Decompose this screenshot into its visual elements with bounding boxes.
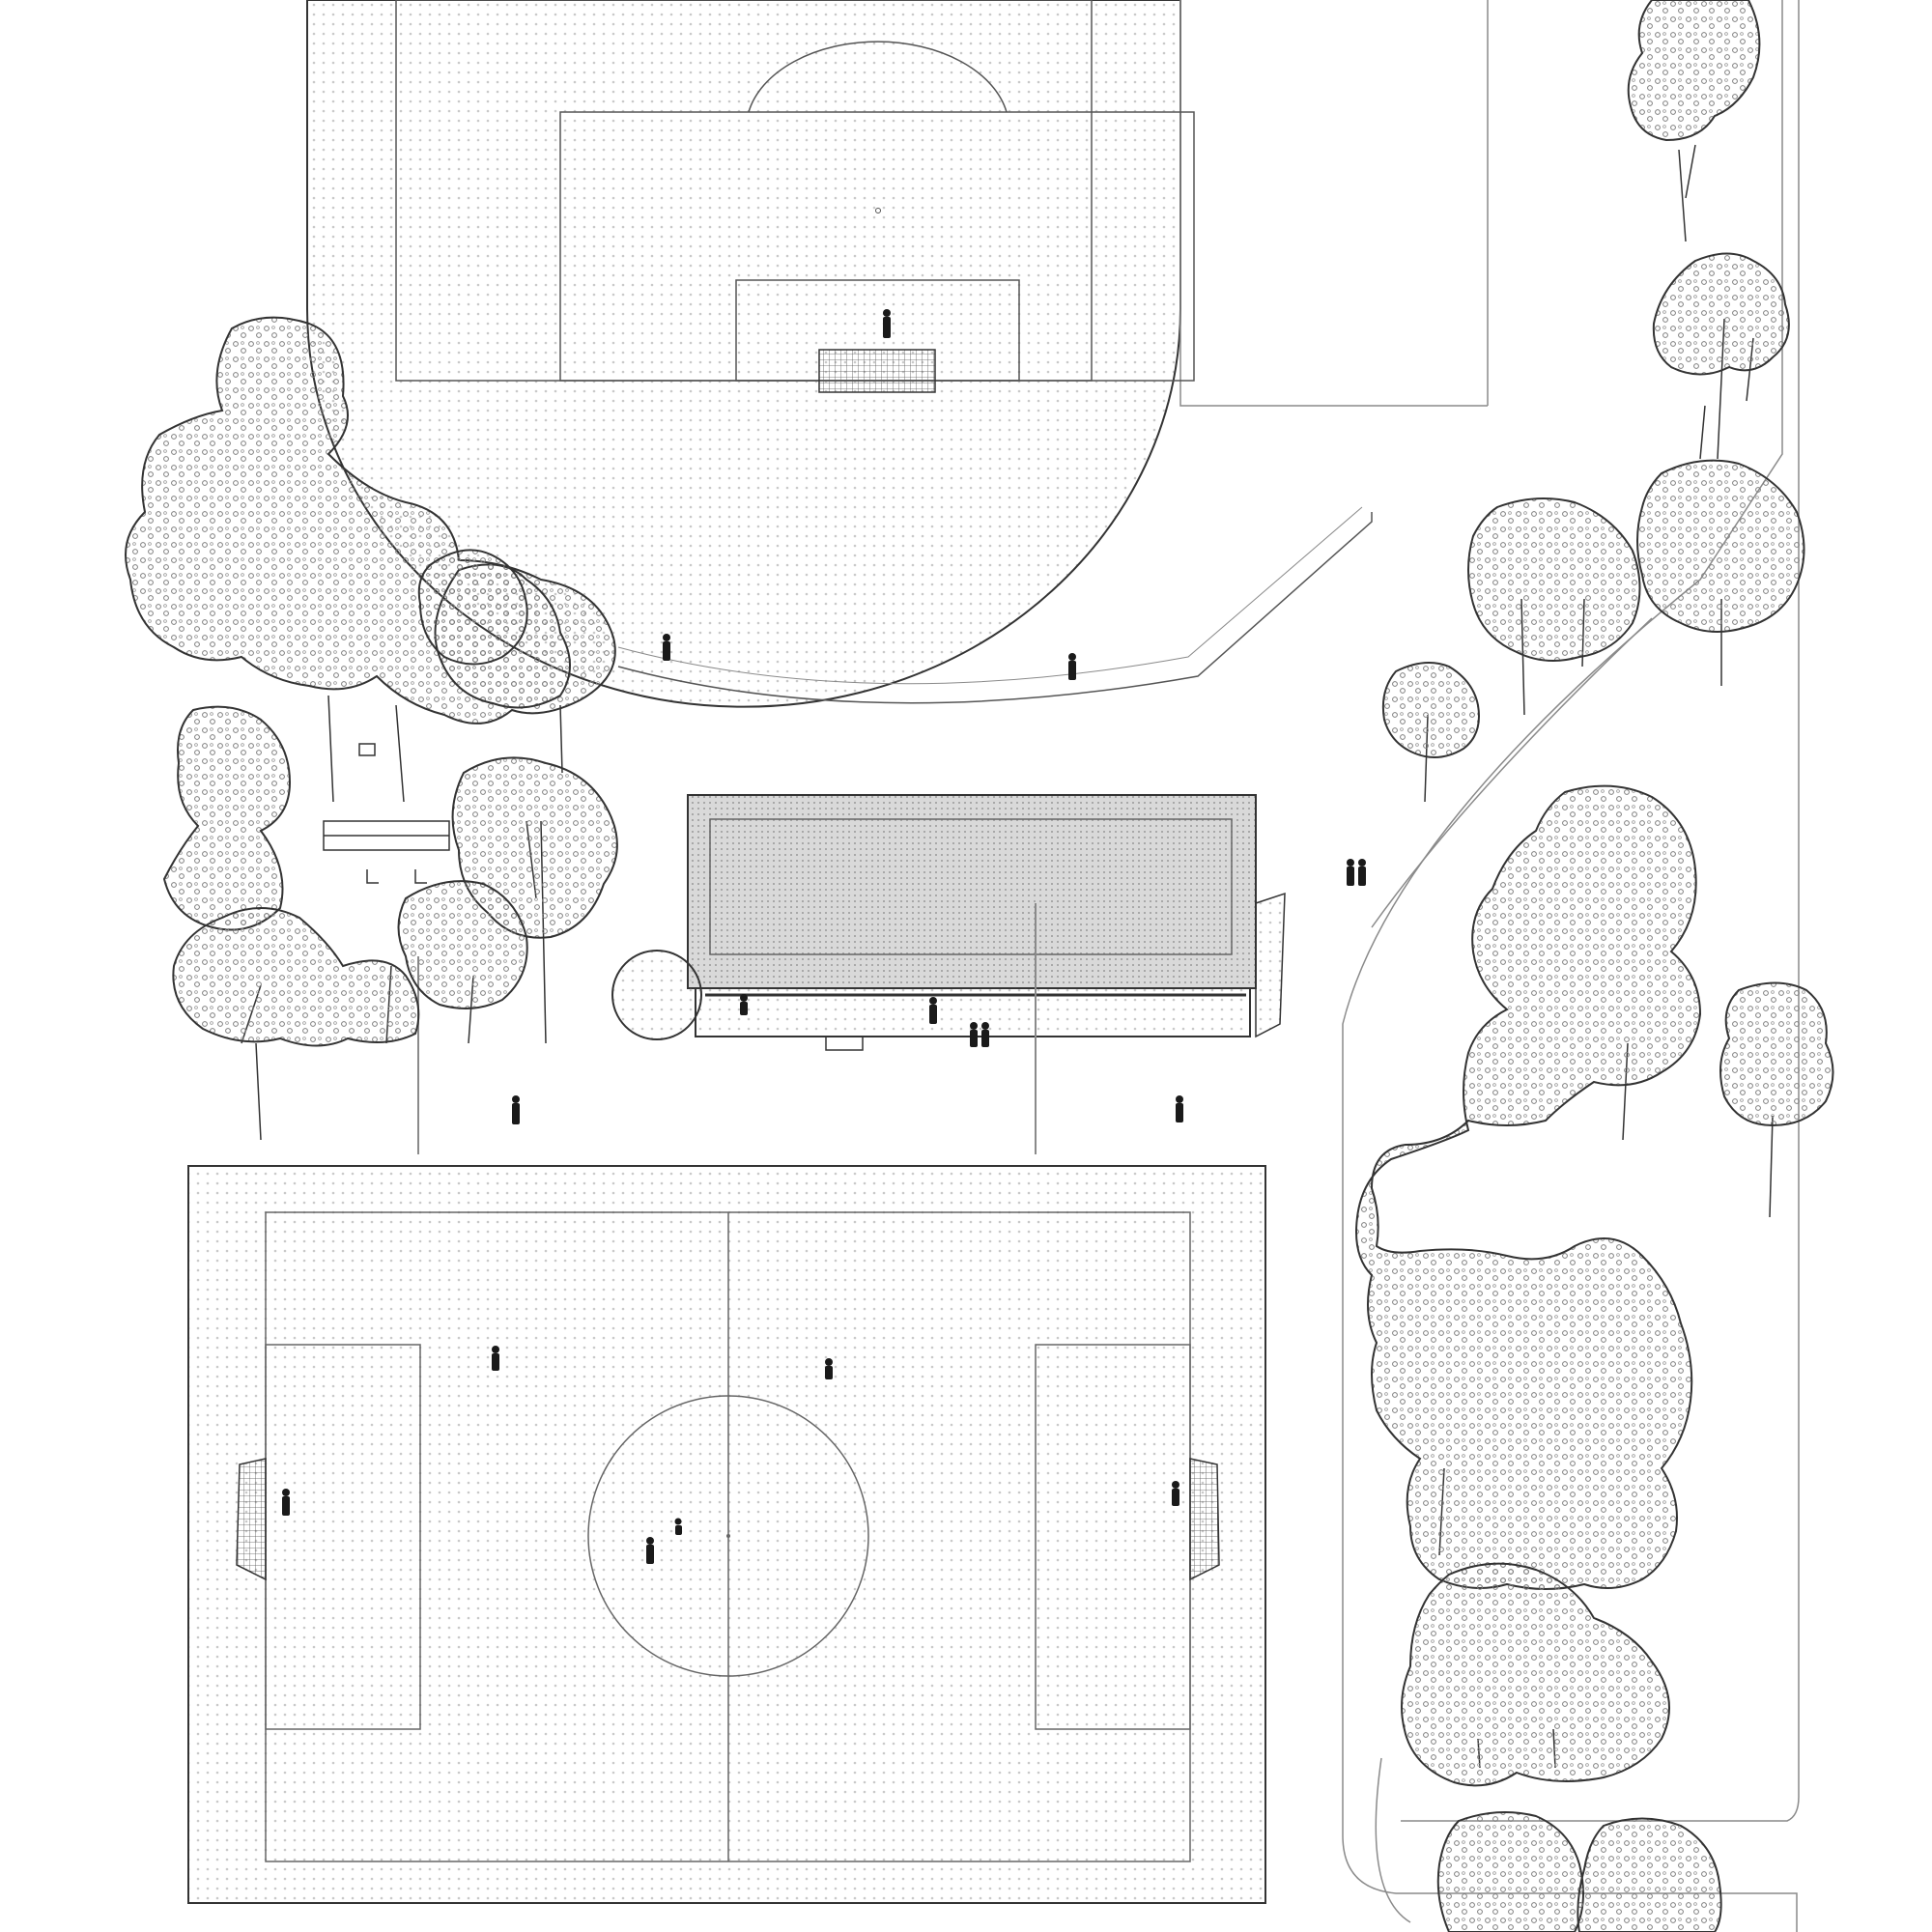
centre-spot [726, 1534, 730, 1538]
player-figure [883, 309, 891, 338]
track-outer-edge [1179, 0, 1488, 407]
tree-canopy [1636, 459, 1805, 633]
tree-canopy [1627, 0, 1761, 142]
tree-canopy [1577, 1817, 1722, 1932]
picnic-area [323, 743, 450, 884]
centre-circle [587, 1395, 869, 1677]
right-goal [1189, 1458, 1220, 1581]
tree-canopy [1467, 497, 1641, 662]
entry-steps [825, 1036, 864, 1051]
tree-canopy [1381, 662, 1480, 758]
tree-canopy [172, 907, 420, 1047]
pavilion-roof-inset [709, 818, 1233, 955]
lower-football-pitch [187, 634, 1366, 1904]
pavilion-roof [687, 794, 1257, 989]
tree-canopy [417, 549, 528, 666]
east-footpath [1342, 0, 1800, 1932]
pavilion-side-ramp [1255, 892, 1286, 1038]
track-curb-inner [617, 506, 1363, 685]
round-annex [611, 950, 702, 1040]
people-group [740, 994, 989, 1047]
tree-canopy [1652, 252, 1790, 376]
tree-canopy [1355, 784, 1702, 1590]
tree-canopy [397, 880, 528, 1009]
tree-canopy [1719, 981, 1834, 1127]
left-goal [236, 1458, 267, 1581]
track-curb [617, 512, 1373, 704]
players [282, 634, 1366, 1564]
pitch-surround [187, 1165, 1266, 1904]
upper-track-field [306, 0, 1488, 708]
upper-penalty-arc [748, 41, 1008, 113]
pavilion-building [417, 794, 1286, 1154]
tree-canopy [1401, 1562, 1670, 1787]
upper-goal [818, 349, 936, 393]
upper-penalty-spot [875, 208, 881, 213]
tree-canopies [125, 0, 1834, 1932]
